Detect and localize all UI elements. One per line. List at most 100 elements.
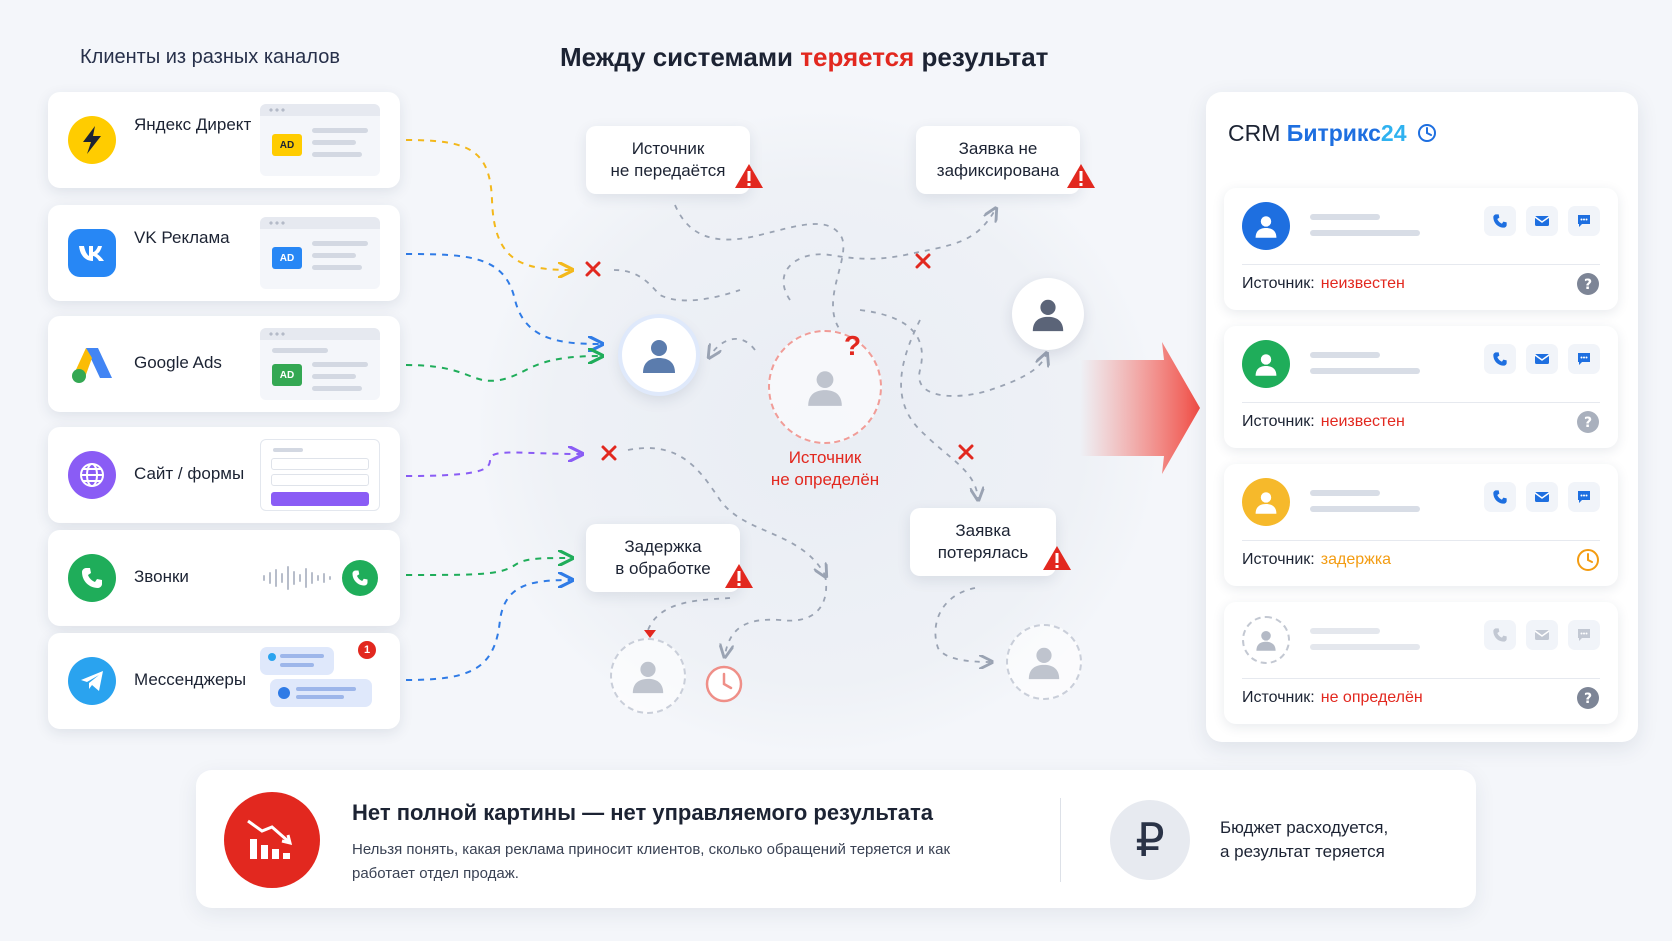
email-action-icon[interactable] — [1526, 482, 1558, 512]
channel-card-yandex[interactable]: Яндекс Директ AD — [48, 92, 400, 188]
channel-label: Сайт / формы — [134, 464, 245, 483]
email-action-icon[interactable] — [1526, 620, 1558, 650]
user-icon — [1255, 354, 1277, 376]
red-cross-marks — [585, 253, 974, 461]
contact-avatar — [1242, 616, 1290, 664]
page-title: Между системами теряется результат — [560, 42, 1048, 73]
channel-card-calls[interactable]: Звонки — [48, 530, 400, 626]
banner-title: Нет полной картины — нет управляемого ре… — [352, 800, 933, 825]
contact-avatar — [1242, 478, 1290, 526]
svg-text:?: ? — [1584, 277, 1592, 293]
channel-card-messengers[interactable]: Мессенджеры 1 — [48, 633, 400, 729]
unknown-source-label: Источник не определён — [770, 448, 880, 489]
svg-text:?: ? — [1584, 691, 1592, 707]
user-icon — [1255, 216, 1277, 238]
client-avatar — [622, 318, 696, 392]
chat-action-icon[interactable] — [1568, 344, 1600, 374]
unread-badge: 1 — [358, 641, 376, 659]
source-value: неизвестен — [1320, 413, 1405, 430]
source-value: не определён — [1320, 689, 1423, 706]
unknown-client-avatar — [768, 330, 882, 444]
call-action-icon[interactable] — [1484, 482, 1516, 512]
callout-request-not-recorded: Заявка не зафиксирована — [916, 126, 1080, 194]
source-label: Источник: — [1242, 413, 1315, 430]
telegram-icon — [68, 657, 116, 705]
client-avatar — [1012, 278, 1084, 350]
question-mark: ? — [844, 330, 862, 361]
contact-avatar — [1242, 202, 1290, 250]
ad-preview: AD — [260, 217, 380, 289]
email-action-icon[interactable] — [1526, 344, 1558, 374]
user-icon — [632, 661, 664, 694]
channel-label: Звонки — [134, 567, 189, 586]
email-action-icon[interactable] — [1526, 206, 1558, 236]
warning-icon — [735, 164, 763, 188]
chat-action-icon[interactable] — [1568, 482, 1600, 512]
clock-icon — [705, 665, 743, 703]
source-row: Источник:задержка — [1242, 551, 1391, 569]
chat-bubble — [270, 679, 372, 707]
crm-brand: Битрикс — [1286, 120, 1381, 146]
crm-contact-card[interactable]: Источник: неизвестен ? — [1224, 188, 1618, 310]
source-row: Источник: неизвестен — [1242, 413, 1405, 431]
callout-processing-delay: Задержка в обработке — [586, 524, 740, 592]
channel-card-vk[interactable]: VK Реклама AD — [48, 205, 400, 301]
chat-action-icon[interactable] — [1568, 620, 1600, 650]
ad-badge: AD — [272, 247, 302, 269]
chat-bubble — [260, 647, 334, 675]
ad-preview: AD — [260, 104, 380, 176]
user-icon — [1032, 299, 1064, 332]
declining-chart-icon — [224, 792, 320, 888]
call-button-icon — [342, 560, 378, 596]
call-action-icon[interactable] — [1484, 344, 1516, 374]
question-icon: ? — [1577, 273, 1599, 295]
lost-client-avatar — [1006, 624, 1082, 700]
channel-label: VK Реклама — [134, 228, 230, 247]
form-preview — [260, 439, 380, 511]
user-icon — [1255, 492, 1277, 514]
user-icon — [643, 340, 675, 373]
channel-label: Мессенджеры — [134, 670, 247, 689]
crm-title-prefix: CRM — [1228, 120, 1287, 146]
source-row: Источник:не определён — [1242, 689, 1423, 707]
vk-icon — [68, 229, 116, 277]
contact-avatar — [1242, 340, 1290, 388]
title-part-1: Между системами — [560, 42, 801, 72]
user-icon — [808, 371, 842, 406]
source-label: Источник: — [1242, 275, 1315, 292]
channel-label: Яндекс Директ — [134, 115, 252, 134]
title-part-2: результат — [914, 42, 1049, 72]
crm-title: CRM Битрикс24 — [1228, 120, 1437, 147]
question-icon: ? — [1577, 687, 1599, 709]
budget-text: Бюджет расходуется, а результат теряется — [1220, 818, 1389, 861]
svg-text:?: ? — [1584, 415, 1592, 431]
crm-contact-card[interactable]: Источник:задержка — [1224, 464, 1618, 586]
chat-action-icon[interactable] — [1568, 206, 1600, 236]
source-label: Источник: — [1242, 551, 1315, 568]
warning-icon — [725, 564, 753, 588]
user-icon — [1256, 631, 1276, 651]
warning-icon — [1043, 546, 1071, 570]
question-icon: ? — [1577, 411, 1599, 433]
delayed-client-avatar — [610, 638, 686, 714]
source-row: Источник: неизвестен — [1242, 275, 1405, 293]
google-ads-icon — [68, 340, 116, 388]
clock-icon — [1577, 549, 1599, 571]
ruble-icon: ₽ — [1110, 800, 1190, 880]
crm-brand-number: 24 — [1380, 120, 1407, 146]
bottom-banner: Нет полной картины — нет управляемого ре… — [196, 770, 1476, 908]
globe-icon — [68, 451, 116, 499]
crm-contact-card[interactable]: Источник: неизвестен ? — [1224, 326, 1618, 448]
crm-contact-card[interactable]: Источник:не определён ? — [1224, 602, 1618, 724]
call-action-icon[interactable] — [1484, 620, 1516, 650]
call-action-icon[interactable] — [1484, 206, 1516, 236]
crm-panel: CRM Битрикс24 Источник: неизвестен ? Исто… — [1206, 92, 1638, 742]
warning-icon — [1067, 164, 1095, 188]
channel-card-google-ads[interactable]: Google Ads AD — [48, 316, 400, 412]
channel-label: Google Ads — [134, 353, 222, 372]
source-value: неизвестен — [1320, 275, 1405, 292]
ad-badge: AD — [272, 134, 302, 156]
phone-icon — [68, 554, 116, 602]
channel-card-site-forms[interactable]: Сайт / формы — [48, 427, 400, 523]
channels-heading: Клиенты из разных каналов — [80, 46, 340, 68]
